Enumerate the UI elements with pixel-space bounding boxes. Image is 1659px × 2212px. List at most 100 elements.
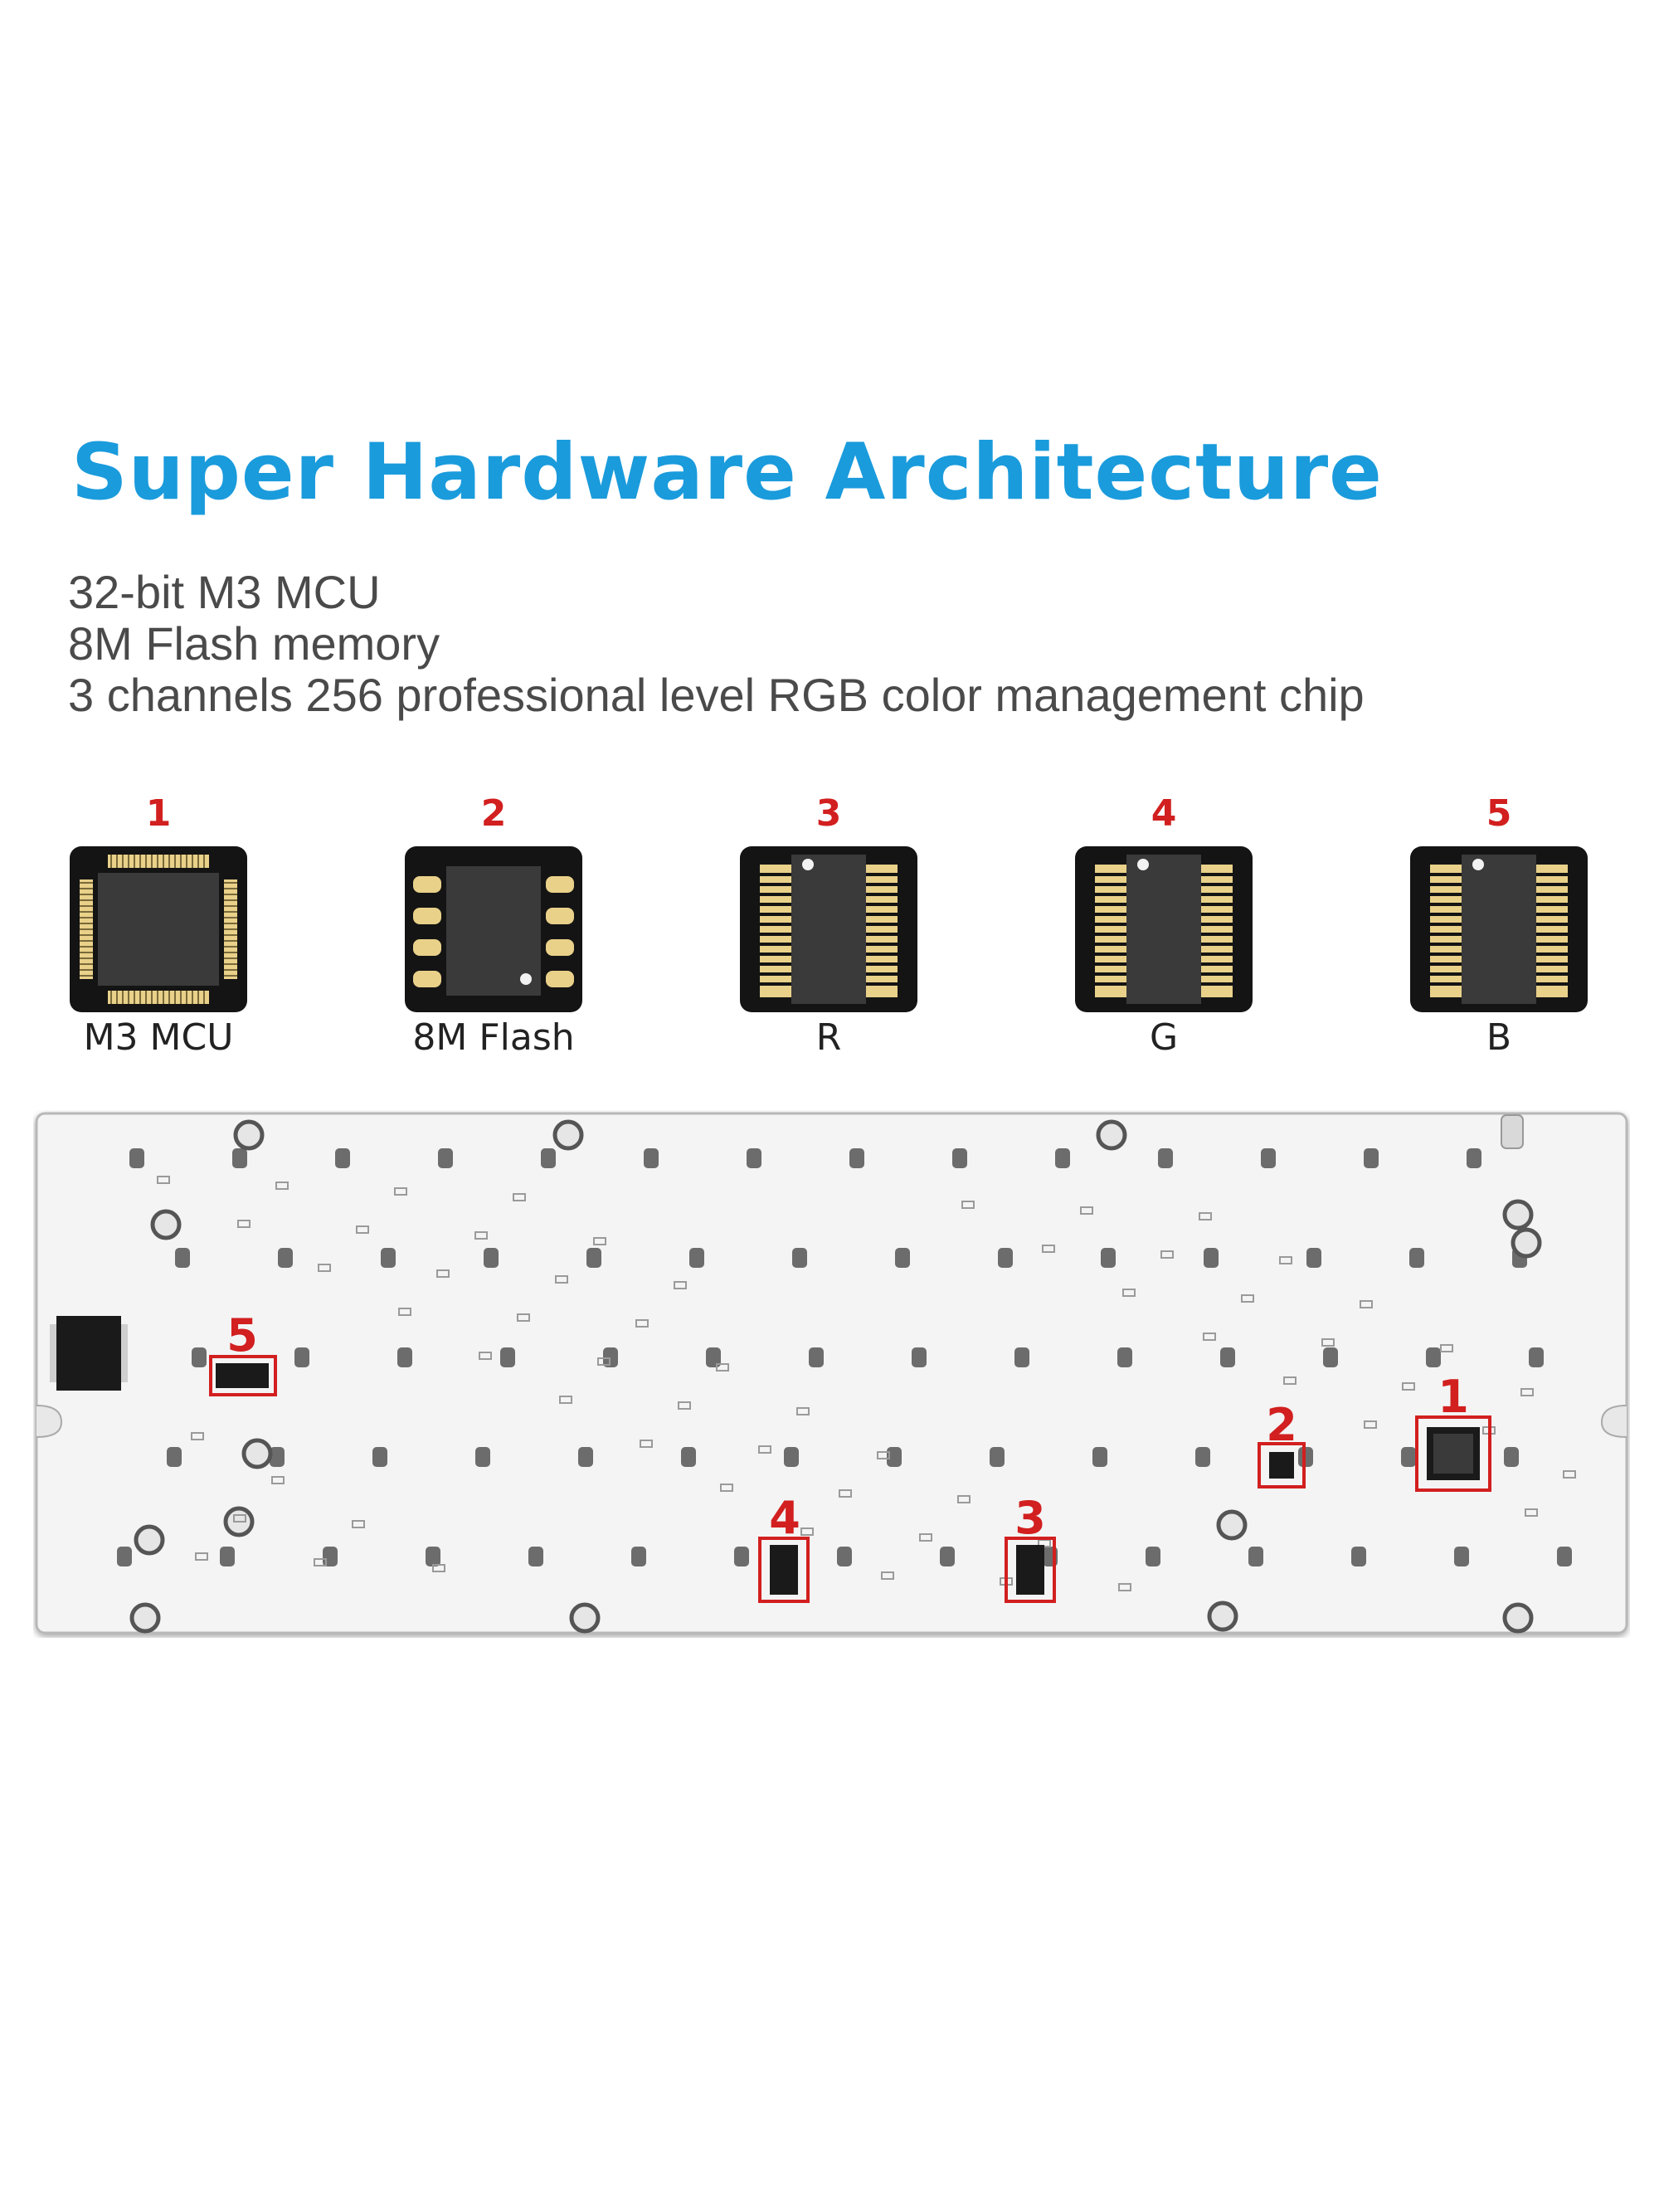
switch-cutout (1220, 1347, 1235, 1367)
chip-label: R (815, 1016, 842, 1059)
switch-cutout (500, 1347, 515, 1367)
smd-component (1241, 1294, 1254, 1303)
switch-cutout (1248, 1547, 1263, 1566)
mounting-hole-icon (129, 1602, 161, 1634)
switch-cutout (1195, 1447, 1210, 1467)
switch-cutout (1092, 1447, 1107, 1467)
chip-label: G (1149, 1016, 1179, 1059)
switch-cutout (1467, 1148, 1481, 1168)
smd-component (513, 1193, 526, 1201)
switch-cutout (1323, 1347, 1338, 1367)
switch-cutout (220, 1547, 235, 1566)
mounting-hole-icon (552, 1119, 584, 1151)
smd-component (1279, 1256, 1292, 1264)
mounting-hole-icon (1096, 1119, 1127, 1151)
smd-component (674, 1281, 687, 1289)
chip-number: 5 (1486, 792, 1512, 835)
switch-cutout (372, 1447, 387, 1467)
mounting-hole-icon (150, 1209, 182, 1240)
smd-component (1525, 1508, 1538, 1517)
spec-line: 8M Flash memory (68, 617, 440, 670)
switch-cutout (1014, 1347, 1029, 1367)
switch-cutout (1306, 1248, 1321, 1268)
switch-cutout (998, 1248, 1013, 1268)
switch-cutout (940, 1547, 955, 1566)
sop8-chip-icon (405, 846, 582, 1012)
smd-component (597, 1357, 611, 1366)
smd-component (271, 1476, 285, 1484)
smd-component (1203, 1333, 1216, 1341)
switch-cutout (1055, 1148, 1070, 1168)
switch-cutout (952, 1148, 967, 1168)
pcb-marker-label: 5 (226, 1309, 258, 1362)
switch-cutout (1504, 1447, 1519, 1467)
smd-component (318, 1264, 331, 1272)
mounting-hole-icon (569, 1602, 601, 1634)
spec-list: 32-bit M3 MCU 8M Flash memory 3 channels… (68, 567, 1365, 721)
switch-cutout (586, 1248, 601, 1268)
smd-component (881, 1571, 894, 1580)
mounting-hole-icon (1502, 1602, 1534, 1634)
smd-component (796, 1407, 810, 1415)
switch-cutout (475, 1447, 490, 1467)
switch-cutout (644, 1148, 659, 1168)
smd-component (1122, 1289, 1136, 1297)
smd-component (394, 1187, 407, 1196)
smd-component (195, 1552, 208, 1561)
smd-component (957, 1495, 971, 1503)
page-title: Super Hardware Architecture (71, 427, 1383, 518)
switch-cutout (809, 1347, 824, 1367)
smd-component (1080, 1206, 1093, 1215)
switch-cutout (1146, 1547, 1160, 1566)
chip-label: 8M Flash (412, 1016, 575, 1059)
smd-component (919, 1533, 932, 1542)
mounting-hole-icon (241, 1438, 273, 1469)
switch-cutout (426, 1547, 440, 1566)
smd-component (432, 1564, 445, 1572)
switch-cutout (849, 1148, 864, 1168)
smd-component (1042, 1245, 1055, 1253)
switch-cutout (784, 1447, 799, 1467)
switch-cutout (706, 1347, 721, 1367)
switch-cutout (1101, 1248, 1116, 1268)
smd-component (436, 1269, 450, 1278)
switch-cutout (278, 1248, 293, 1268)
smd-component (1563, 1470, 1576, 1479)
switch-cutout (1557, 1547, 1572, 1566)
smd-component (275, 1182, 289, 1190)
smd-component (237, 1220, 251, 1228)
switch-cutout (323, 1547, 338, 1566)
smd-component (1360, 1300, 1373, 1308)
pcb-marker-label: 4 (769, 1492, 800, 1544)
smd-component (474, 1231, 488, 1240)
switch-cutout (484, 1248, 499, 1268)
switch-cutout (270, 1447, 285, 1467)
smd-component (758, 1445, 771, 1454)
switch-cutout (1158, 1148, 1173, 1168)
switch-cutout (381, 1248, 396, 1268)
smd-component (635, 1319, 649, 1328)
mounting-hole-icon (134, 1524, 165, 1556)
switch-cutout (1364, 1148, 1379, 1168)
spec-line: 32-bit M3 MCU (68, 566, 381, 618)
usb-c-port-icon (1501, 1114, 1524, 1149)
smd-component (1321, 1338, 1335, 1347)
mounting-hole-icon (1502, 1199, 1534, 1230)
chip-number: 3 (815, 792, 842, 835)
switch-cutout (541, 1148, 556, 1168)
smd-component (157, 1176, 170, 1184)
ssop-chip-icon (1075, 846, 1253, 1012)
pcb-board: 5 4 3 2 1 (35, 1112, 1628, 1635)
chip-label: B (1486, 1016, 1512, 1059)
smd-component (314, 1558, 327, 1566)
switch-cutout (1426, 1347, 1441, 1367)
smd-component (961, 1201, 975, 1209)
switch-cutout (1117, 1347, 1132, 1367)
pcb-chip-5: 5 (209, 1309, 277, 1396)
switch-cutout (192, 1347, 207, 1367)
switch-cutout (912, 1347, 927, 1367)
smd-component (1118, 1583, 1131, 1591)
mounting-hole-icon (1511, 1227, 1542, 1259)
switch-cutout (117, 1547, 132, 1566)
smd-component (356, 1225, 369, 1234)
